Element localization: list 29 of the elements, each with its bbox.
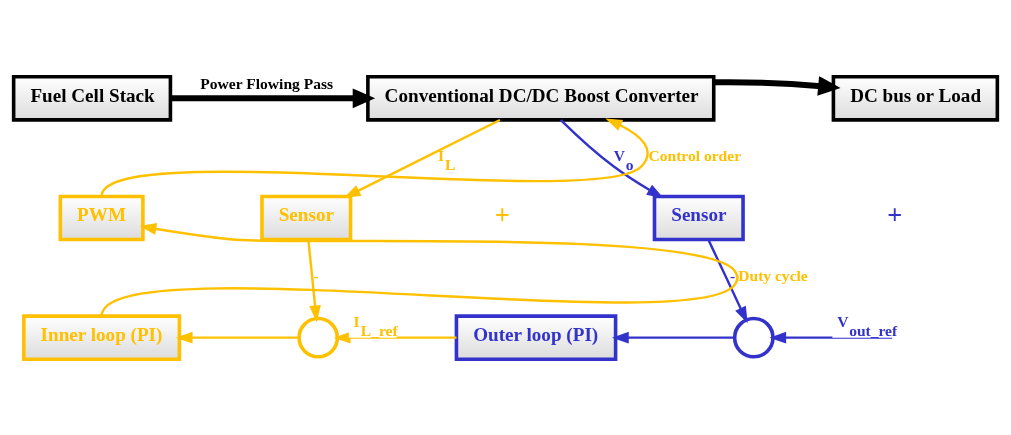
node-box: Conventional DC/DC Boost Converter — [366, 74, 716, 122]
node-box: Sensor — [652, 194, 745, 241]
arrow — [612, 331, 735, 344]
edge-label: Control order — [648, 146, 742, 164]
edge-label: Duty cycle — [738, 266, 808, 284]
arrow — [175, 331, 300, 344]
label: + — [494, 200, 510, 229]
node-circle — [297, 316, 340, 359]
arrow — [707, 238, 748, 323]
node-box: Sensor — [260, 194, 353, 241]
node-box: Outer loop (PI) — [454, 313, 618, 361]
arrow — [343, 118, 501, 198]
arrow — [560, 118, 664, 198]
node-box: Fuel Cell Stack — [11, 74, 173, 122]
arrow — [769, 331, 893, 344]
arrow — [170, 88, 376, 108]
node-box: Inner loop (PI) — [22, 313, 182, 361]
node-box: PWM — [58, 194, 145, 241]
arrow — [333, 331, 457, 344]
node-box: DC bus or Load — [831, 74, 1000, 122]
edge-label: - — [313, 266, 319, 284]
arrow — [100, 117, 649, 197]
edge-label: - — [729, 266, 736, 284]
node-circle — [732, 316, 775, 359]
arrow — [307, 239, 321, 322]
arrow — [100, 222, 739, 317]
label: + — [887, 200, 903, 229]
edge-label: Power Flowing Pass — [200, 74, 334, 92]
arrow — [713, 75, 841, 96]
